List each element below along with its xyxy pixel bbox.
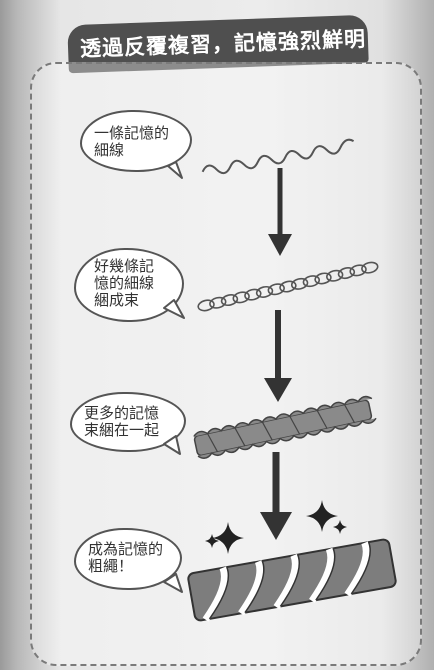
label-thick-rope: 成為記憶的 粗繩！ bbox=[88, 540, 164, 575]
bubble-thick-rope bbox=[74, 528, 182, 590]
label-thin-thread: 一條記憶的 細線 bbox=[94, 124, 170, 159]
bubble-tail bbox=[163, 435, 181, 455]
thread-bundle bbox=[197, 261, 379, 312]
arrow-down-icon bbox=[260, 452, 292, 540]
sparkle-icon bbox=[306, 500, 347, 534]
label-bound-bundles: 更多的記憶 束綑在一起 bbox=[84, 404, 160, 439]
bubble-tail bbox=[167, 161, 183, 179]
bubble-thin-thread bbox=[80, 110, 192, 172]
thick-rope bbox=[187, 538, 397, 622]
bubble-tail bbox=[163, 573, 183, 593]
arrow-down-icon bbox=[268, 168, 292, 256]
bound-bundles bbox=[193, 395, 377, 459]
label-bundle: 好幾條記 憶的細線 綑成束 bbox=[94, 257, 155, 309]
arrow-down-icon bbox=[264, 310, 292, 402]
thin-thread bbox=[201, 138, 355, 175]
bubble-tail bbox=[163, 299, 185, 319]
sparkle-icon bbox=[205, 522, 244, 554]
